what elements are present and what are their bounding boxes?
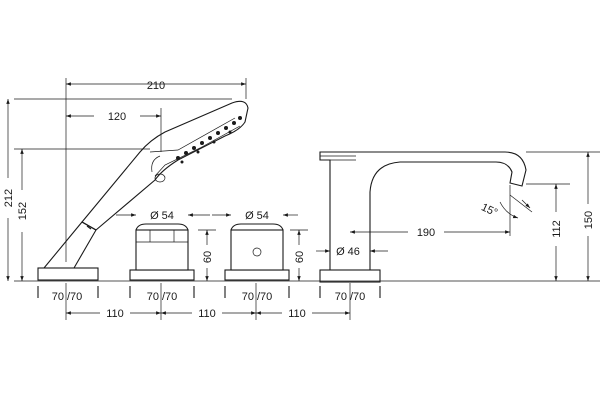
dim-spout-height: 150 [583, 211, 595, 229]
dimension-lines [6, 82, 590, 315]
dim-base-shower: 70 /70 [52, 291, 83, 303]
dim-spout-projection: 190 [417, 227, 435, 239]
hand-shower-button [154, 173, 166, 183]
dim-total-width: 210 [147, 80, 165, 92]
base-tick-marks [37, 286, 381, 298]
dim-spacing-two: 110 [198, 308, 216, 320]
mixer-two-base [224, 269, 290, 281]
dim-mixer-one-height: 60 [202, 251, 214, 263]
extension-lines [14, 78, 600, 320]
dim-mixer-two-height: 60 [294, 251, 306, 263]
hand-shower-hose [43, 221, 97, 269]
hand-shower-base [37, 267, 99, 281]
dim-base-spout: 70 /70 [335, 291, 366, 303]
mixer-two-knob [252, 247, 262, 257]
mixer-one-body [135, 229, 189, 271]
dim-base-mixer-one: 70 /70 [147, 291, 178, 303]
dim-shower-height: 152 [17, 202, 29, 220]
hand-shower [37, 100, 249, 281]
mixer-two-body [230, 229, 284, 271]
spray-nozzles [176, 116, 242, 164]
dim-spacing-three: 110 [288, 308, 306, 320]
dim-spout-outlet-height: 112 [551, 220, 563, 238]
dim-total-height: 212 [3, 189, 15, 207]
dim-spout-angle: 15° [479, 201, 499, 219]
spout-body [319, 151, 527, 270]
mixer-two [224, 223, 290, 281]
bath-spout [319, 151, 527, 283]
spout-base [319, 269, 381, 283]
dim-mixer-two-diameter: Ø 54 [245, 210, 269, 222]
dim-spout-diameter: Ø 46 [336, 246, 360, 258]
dim-spacing-one: 110 [106, 308, 124, 320]
hand-shower-body [81, 100, 249, 231]
dim-mixer-one-diameter: Ø 54 [150, 210, 174, 222]
mixer-one [129, 223, 195, 281]
dim-base-mixer-two: 70 /70 [242, 291, 273, 303]
dim-shower-offset: 120 [108, 111, 126, 123]
mixer-one-base [129, 269, 195, 281]
